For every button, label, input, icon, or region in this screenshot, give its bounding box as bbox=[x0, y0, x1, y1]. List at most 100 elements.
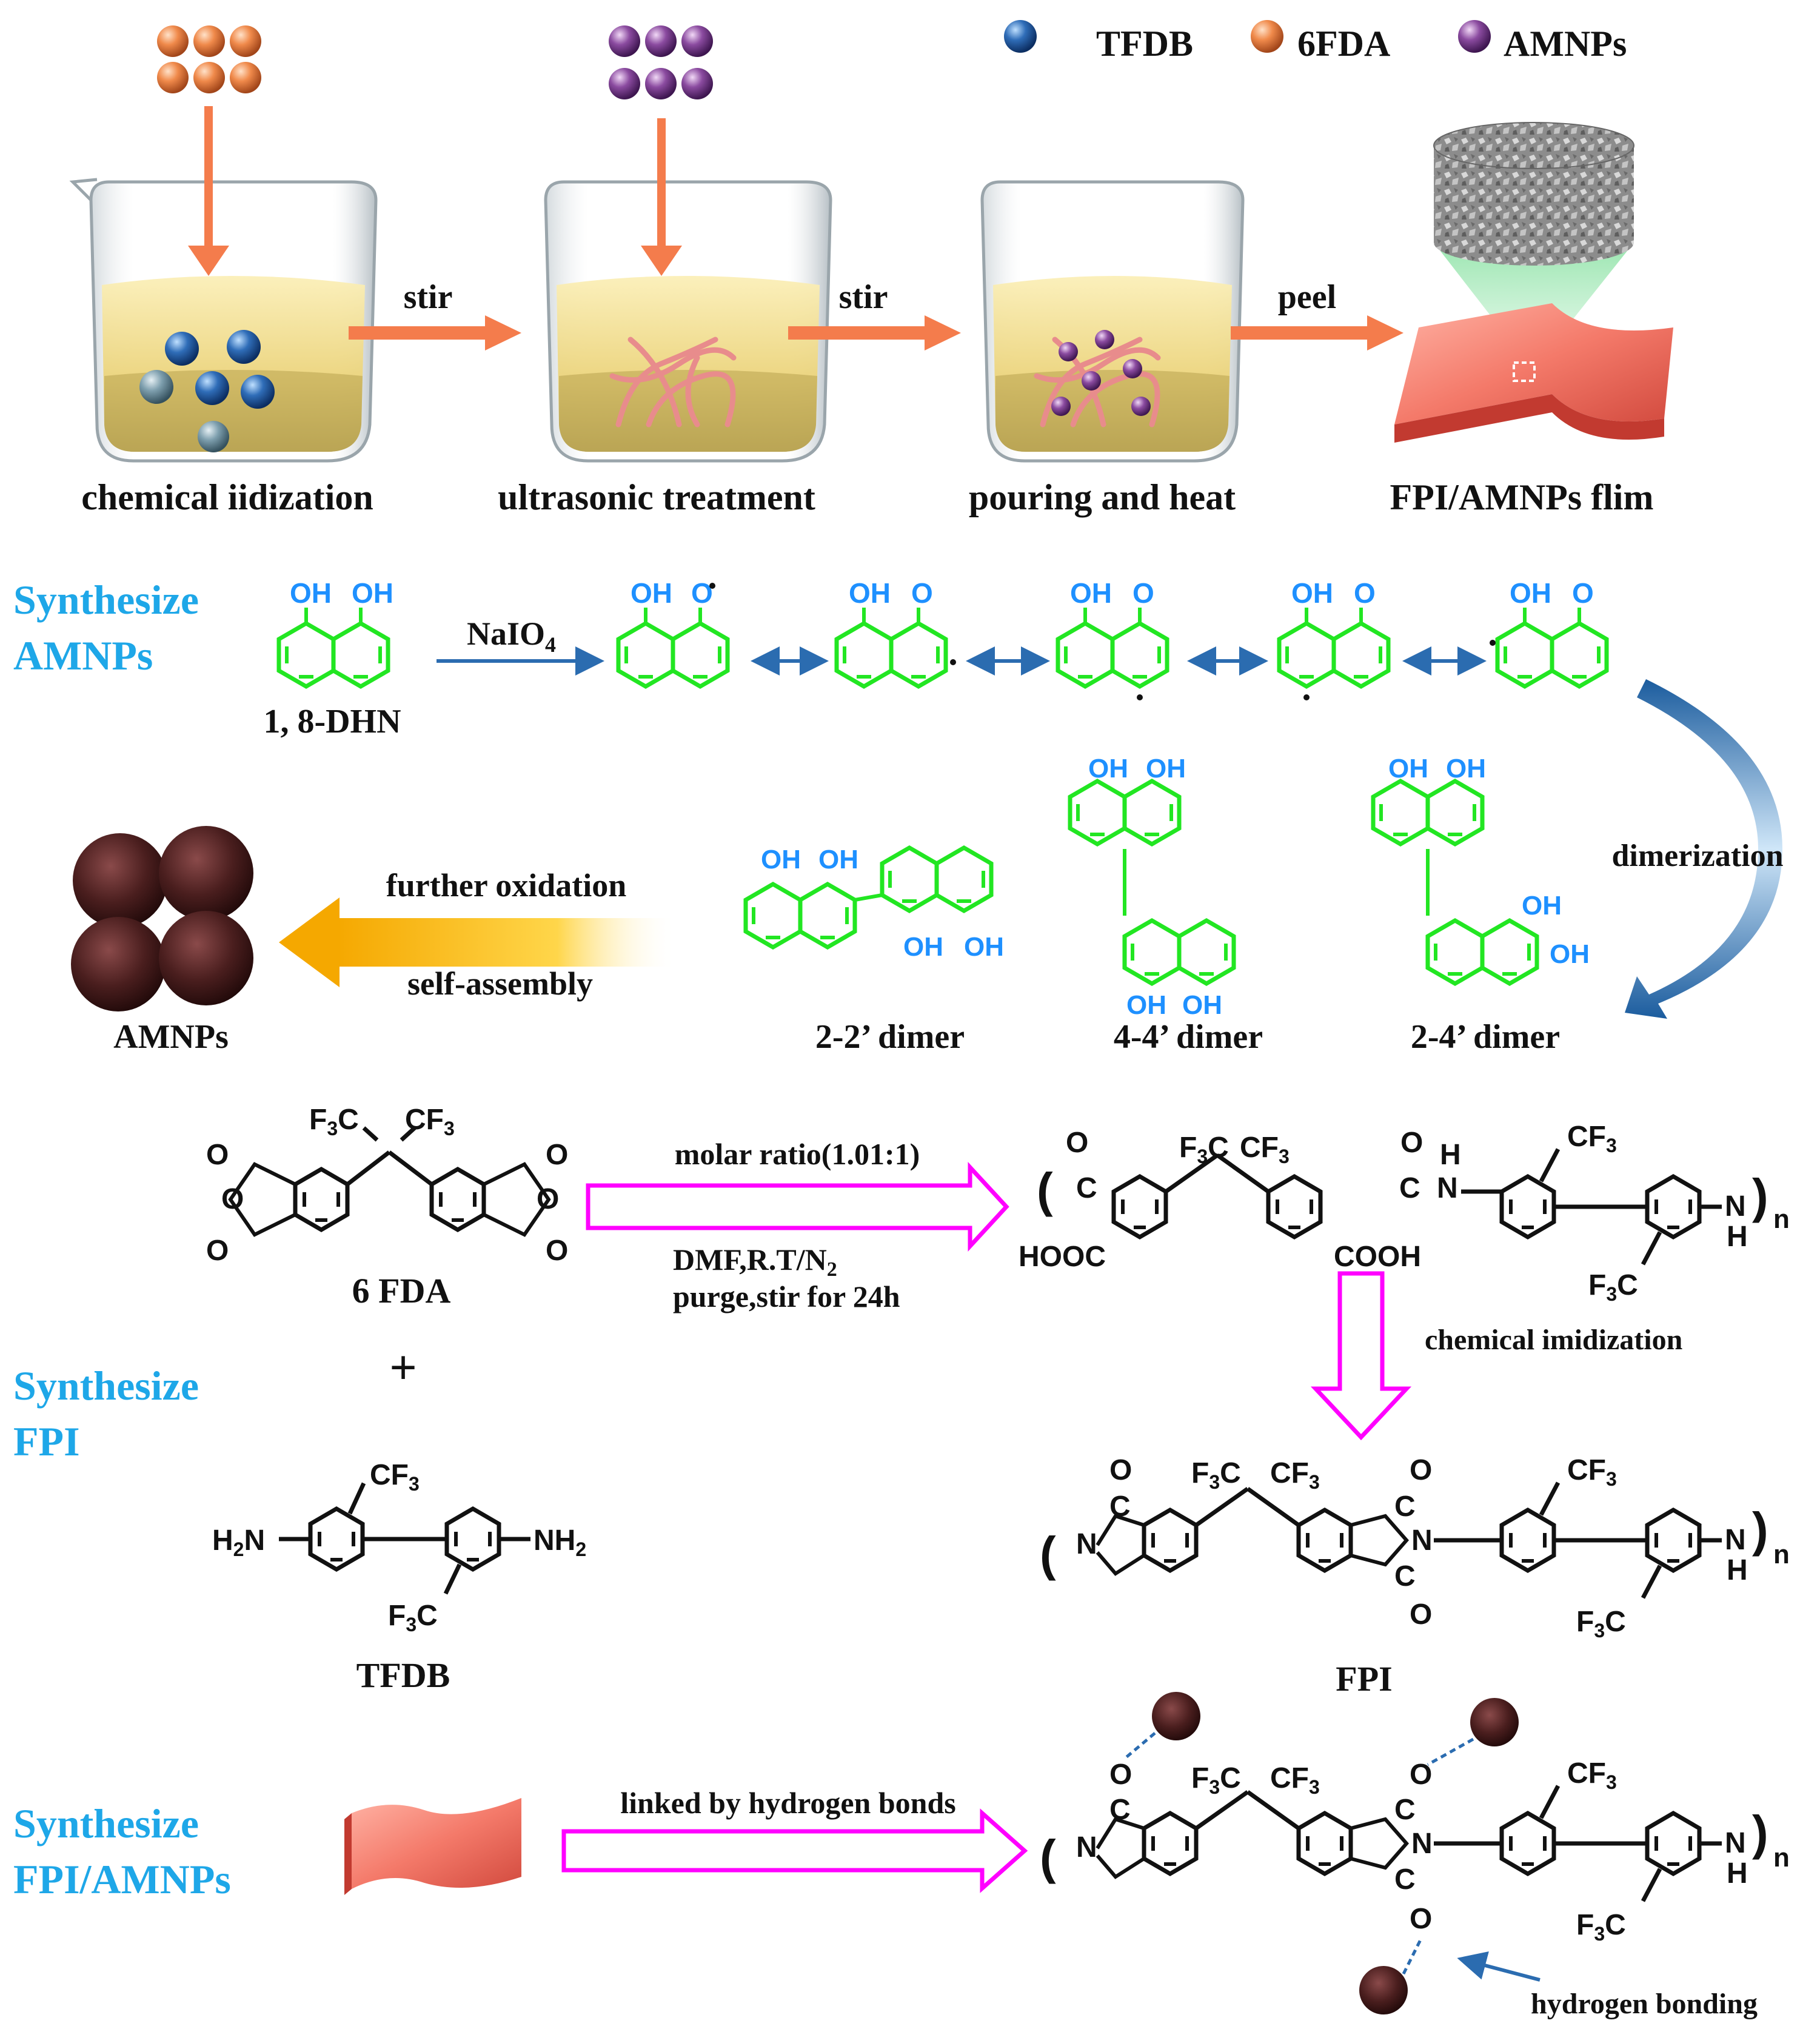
purge-label: purge,stir for 24h bbox=[673, 1280, 900, 1313]
dimer-44-label: 4-4’ dimer bbox=[1114, 1018, 1263, 1056]
fpi-cf3-right: CF3 bbox=[1270, 1457, 1320, 1493]
section-title-amnps-line2: AMNPs bbox=[13, 632, 153, 679]
amnps-product-label: AMNPs bbox=[113, 1018, 229, 1056]
paa-c-2: C bbox=[1399, 1172, 1420, 1204]
comp-bracket-left: ( bbox=[1040, 1830, 1056, 1884]
hbond-condition-label: linked by hydrogen bonds bbox=[620, 1786, 956, 1820]
6fda-label: 6 FDA bbox=[352, 1271, 451, 1310]
amnps-particle-2-icon bbox=[1427, 1698, 1519, 1766]
comp-o-1: O bbox=[1109, 1759, 1132, 1791]
tfdb-sphere-icon bbox=[1004, 20, 1037, 53]
d24-oh-1: OH bbox=[1388, 754, 1428, 783]
d22-oh-1: OH bbox=[761, 845, 801, 874]
comp-cf3-left: F3C bbox=[1191, 1762, 1241, 1798]
paa-cf3-left: F3C bbox=[1179, 1132, 1229, 1167]
hydrogen-bonding-label: hydrogen bonding bbox=[1531, 1988, 1758, 2020]
dimerization-arrow: dimerization bbox=[1611, 679, 1784, 1019]
paa-c-1: C bbox=[1076, 1172, 1097, 1204]
peel-label: peel bbox=[1278, 278, 1336, 316]
amnps-sphere-icon bbox=[1458, 20, 1491, 53]
comp-cf3-biphenyl: CF3 bbox=[1567, 1757, 1617, 1793]
amnps-feed-icon bbox=[609, 25, 713, 99]
fpi-amnps-molecule: ( N O C F3C CF3 O C N C O CF3 F3C bbox=[1040, 1757, 1790, 1945]
res1-oh: OH bbox=[631, 577, 672, 609]
comp-subscript-n: n bbox=[1773, 1843, 1790, 1873]
res4-oh: OH bbox=[1291, 577, 1333, 609]
fpi-amnps-film-icon bbox=[1394, 122, 1673, 443]
tfdb-f3c-bottom: F3C bbox=[388, 1600, 438, 1635]
6fda-molecule: F3C CF3 O O O O O O 6 FDA bbox=[206, 1104, 568, 1310]
legend-amnps: AMNPs bbox=[1504, 24, 1627, 64]
paa-cf3-right: CF3 bbox=[1240, 1132, 1290, 1167]
d22-oh-2: OH bbox=[818, 845, 858, 874]
beaker-2-icon bbox=[544, 180, 832, 463]
plus-sign: + bbox=[389, 1341, 417, 1395]
d44-oh-1: OH bbox=[1088, 754, 1128, 783]
step-label-ultrasonic-treatment: ultrasonic treatment bbox=[498, 477, 815, 517]
fpi-molecule: ( N O C F3C CF3 O C N C O CF3 F3C bbox=[1040, 1454, 1790, 1699]
res5-oh: OH bbox=[1510, 577, 1551, 609]
paa-hooc: HOOC bbox=[1019, 1241, 1106, 1273]
hydrogen-bonding-pointer: hydrogen bonding bbox=[1457, 1951, 1758, 2020]
paa-cooh: COOH bbox=[1334, 1241, 1421, 1273]
paa-bracket-left: ( bbox=[1037, 1163, 1053, 1217]
res2-oh: OH bbox=[849, 577, 891, 609]
comp-c-2: C bbox=[1394, 1794, 1416, 1826]
comp-c-1: C bbox=[1109, 1794, 1131, 1826]
comp-nh-n: N bbox=[1725, 1827, 1746, 1859]
d24-oh-2: OH bbox=[1446, 754, 1486, 783]
6fda-o-5: O bbox=[537, 1183, 559, 1215]
dimerization-label: dimerization bbox=[1611, 839, 1783, 873]
step-label-pouring-and-heat: pouring and heat bbox=[969, 477, 1236, 517]
d24-oh-4: OH bbox=[1550, 939, 1590, 969]
polymerization-arrow: molar ratio(1.01:1) DMF,R.T/N2 purge,sti… bbox=[586, 1137, 1009, 1313]
d44-oh-2: OH bbox=[1146, 754, 1186, 783]
fpi-c-3: C bbox=[1394, 1560, 1416, 1592]
dhn-oh-2: OH bbox=[352, 577, 393, 609]
composite-synthesis-section: Synthesize FPI/AMNPs linked by hydrogen … bbox=[13, 1692, 1790, 2020]
amnps-feed-arrow bbox=[641, 118, 682, 276]
polyamic-acid-molecule: ( F3C CF3 HOOC COOH O C O C N H CF3 F3C … bbox=[1019, 1121, 1790, 1305]
stir-arrow-2: stir bbox=[788, 278, 961, 351]
stir-label-2: stir bbox=[839, 278, 888, 316]
dimer-22-molecule: OH OH OH OH 2-2’ dimer bbox=[746, 845, 1004, 1056]
paa-bracket-right: ) bbox=[1752, 1169, 1768, 1223]
beaker-3-icon bbox=[980, 180, 1245, 463]
fpi-n-mid: N bbox=[1411, 1525, 1433, 1557]
dhn-label: 1, 8-DHN bbox=[263, 703, 401, 740]
comp-o-2: O bbox=[1410, 1759, 1432, 1791]
naio4-arrow: NaIO4 bbox=[437, 616, 604, 676]
fpi-o-1: O bbox=[1109, 1454, 1132, 1486]
amnps-particle-3-icon bbox=[1359, 1936, 1424, 2014]
fpi-nh-h: H bbox=[1727, 1554, 1748, 1586]
d24-oh-3: OH bbox=[1522, 891, 1562, 921]
hbond-link-arrow: linked by hydrogen bonds bbox=[561, 1786, 1028, 1893]
step-label-film: FPI/AMNPs flim bbox=[1390, 477, 1654, 517]
legend-tfdb: TFDB bbox=[1096, 24, 1193, 64]
6fda-cf3-right: CF3 bbox=[405, 1104, 455, 1139]
dimer-24-molecule: OH OH OH OH 2-4’ dimer bbox=[1373, 754, 1590, 1056]
peel-arrow: peel bbox=[1231, 278, 1403, 351]
stir-label-1: stir bbox=[404, 278, 453, 316]
comp-n-left: N bbox=[1076, 1831, 1097, 1863]
tfdb-h2n: H2N bbox=[212, 1525, 265, 1560]
process-row: stir stir bbox=[69, 25, 1673, 517]
paa-subscript-n: n bbox=[1773, 1204, 1790, 1234]
molar-ratio-label: molar ratio(1.01:1) bbox=[675, 1137, 920, 1171]
fpi-f3c-biphenyl: F3C bbox=[1576, 1606, 1626, 1642]
section-title-amnps-line1: Synthesize bbox=[13, 577, 199, 623]
comp-n-mid: N bbox=[1411, 1828, 1433, 1860]
res3-oh: OH bbox=[1070, 577, 1112, 609]
comp-f3c-biphenyl: F3C bbox=[1576, 1909, 1626, 1945]
comp-cf3-right: CF3 bbox=[1270, 1762, 1320, 1798]
dmf-label: DMF,R.T/N2 bbox=[673, 1243, 837, 1281]
imidization-arrow: chemical imidization bbox=[1310, 1271, 1682, 1441]
fpi-nh-n: N bbox=[1725, 1524, 1746, 1556]
amnps-particle-1-icon bbox=[1123, 1692, 1200, 1760]
paa-f3c-biphenyl: F3C bbox=[1588, 1269, 1638, 1305]
tfdb-cf3-top: CF3 bbox=[370, 1459, 420, 1495]
res5-o: O bbox=[1572, 577, 1594, 609]
legend: TFDB 6FDA AMNPs bbox=[1004, 20, 1627, 64]
6fda-o-1: O bbox=[206, 1139, 229, 1171]
